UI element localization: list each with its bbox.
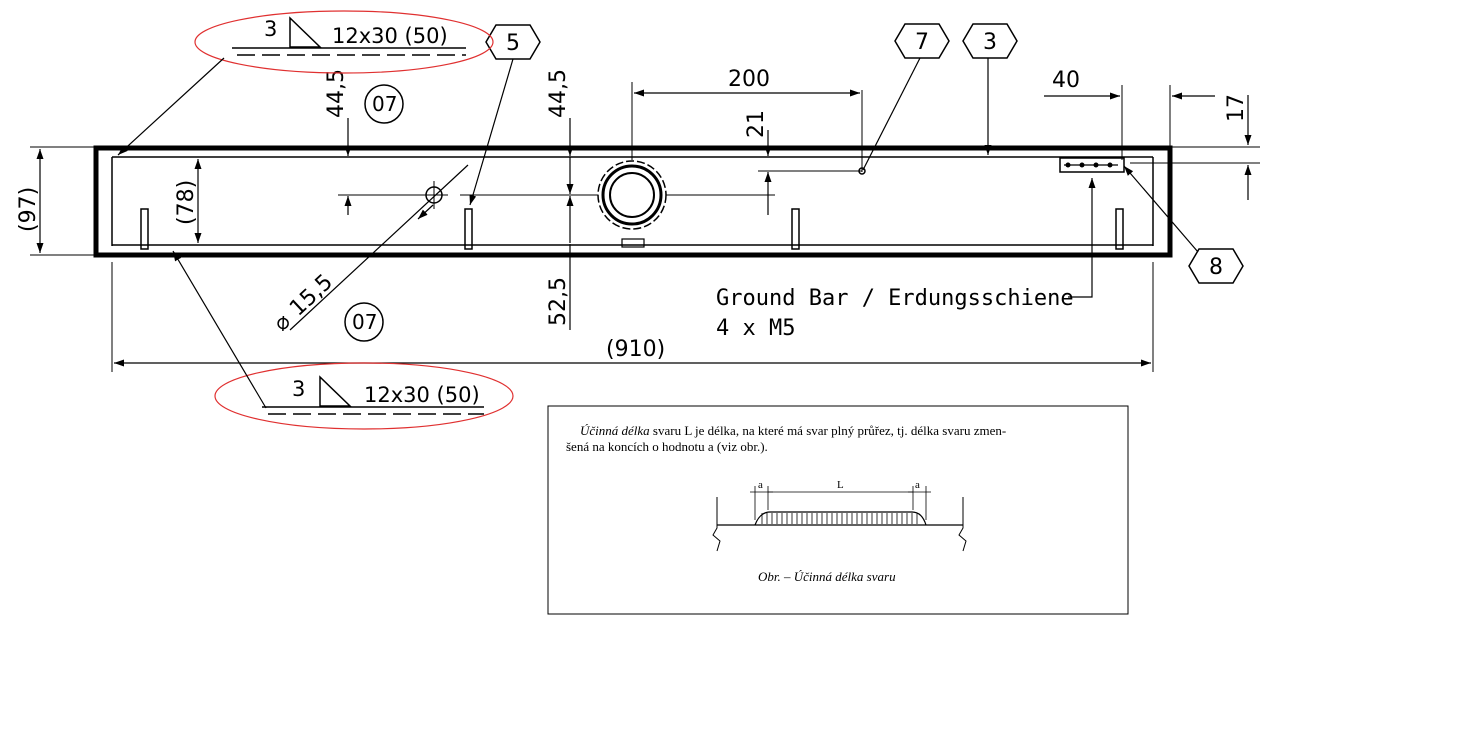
ground-bar-note-line1: Ground Bar / Erdungsschiene — [716, 286, 1074, 311]
weld-top-spec: 12x30 (50) — [332, 24, 448, 48]
part-tag-5: 5 — [485, 24, 541, 60]
detail-label-L: L — [837, 479, 844, 491]
svg-text:07: 07 — [352, 310, 377, 334]
reference-07-top: 07 — [364, 84, 404, 124]
svg-text:3: 3 — [983, 30, 997, 55]
dim-910: (910) — [606, 337, 665, 362]
dim-52-5: 52,5 — [546, 277, 571, 326]
weld-length-figure — [712, 486, 967, 552]
dim-44-5-mid: 44,5 — [546, 69, 571, 118]
extension-lines — [30, 85, 1260, 372]
svg-text:07: 07 — [372, 92, 397, 116]
weld-callout-top: 3 12x30 (50) — [117, 10, 494, 156]
dim-44-5-left: 44,5 — [324, 69, 349, 118]
svg-text:7: 7 — [915, 30, 929, 55]
weld-bottom-leg: 3 — [292, 377, 305, 401]
dim-78: (78) — [174, 180, 199, 225]
dim-200: 200 — [728, 67, 770, 92]
detail-text-line1: Účinná délka svaru L je délka, na které … — [580, 423, 1006, 438]
svg-text:8: 8 — [1209, 255, 1223, 280]
detail-text-line2: šená na koncích o hodnotu a (viz obr.). — [566, 439, 768, 454]
part-tag-3: 3 — [962, 23, 1018, 59]
dimension-lines — [36, 89, 1252, 367]
part-tags: 5 7 3 8 — [469, 23, 1244, 284]
stiffener-tabs — [140, 208, 1124, 250]
svg-text:5: 5 — [506, 31, 520, 56]
dim-21: 21 — [744, 110, 769, 138]
detail-label-a-right: a — [915, 479, 920, 491]
part-tag-8: 8 — [1188, 248, 1244, 284]
dim-40: 40 — [1052, 68, 1080, 93]
dim-97: (97) — [16, 187, 41, 232]
reference-07-bottom: 07 — [344, 302, 384, 342]
weld-top-leg: 3 — [264, 17, 277, 41]
weld-bottom-spec: 12x30 (50) — [364, 383, 480, 407]
part-tag-7: 7 — [894, 23, 950, 59]
detail-label-a-left: a — [758, 479, 763, 491]
ground-bar — [1059, 157, 1125, 298]
weld-callout-bottom: 3 12x30 (50) — [172, 250, 514, 430]
dim-diameter-value: 15,5 — [285, 270, 338, 322]
center-grommet — [597, 82, 667, 248]
dim-17: 17 — [1224, 94, 1249, 122]
weld-length-detail: Účinná délka svaru L je délka, na které … — [547, 405, 1129, 615]
dim-diameter-symbol: ⌀ — [269, 309, 296, 336]
small-hole — [420, 181, 448, 209]
ground-bar-note-line2: 4 x M5 — [716, 316, 795, 341]
detail-caption: Obr. – Účinná délka svaru — [758, 569, 896, 584]
